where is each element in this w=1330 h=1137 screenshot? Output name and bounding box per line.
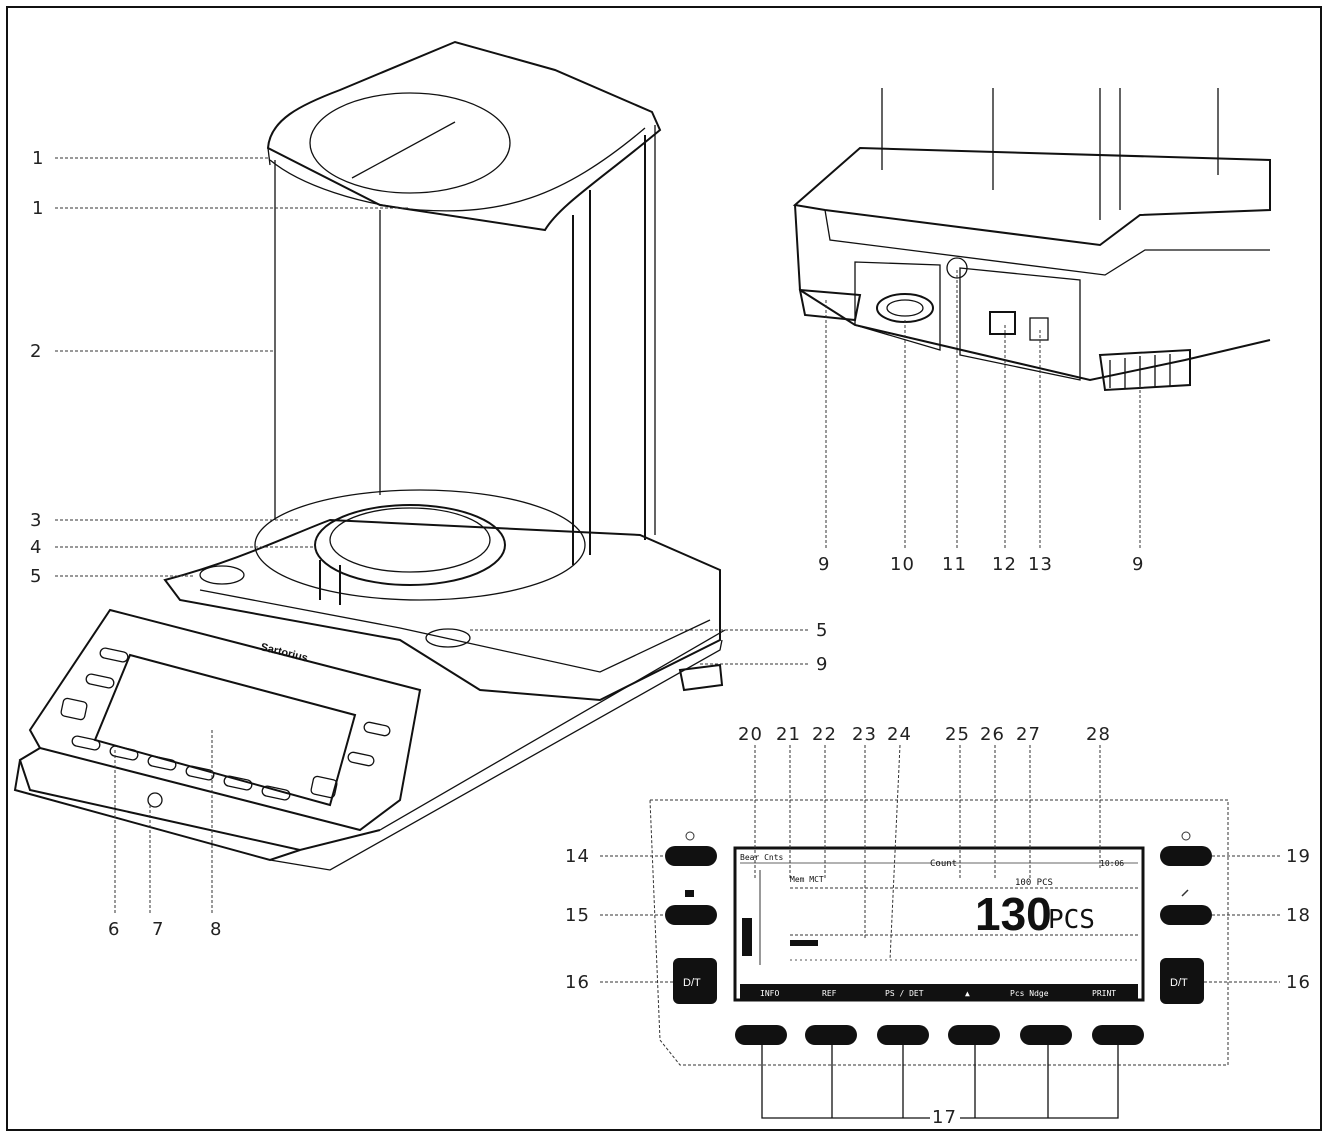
callout-17: 17: [932, 1107, 957, 1128]
callout-4: 4: [30, 537, 42, 558]
tare-key-left[interactable]: [673, 958, 717, 1004]
lcd-softkey-label: ▲: [965, 989, 970, 998]
callout-24: 24: [887, 724, 912, 745]
callout-25: 25: [945, 724, 970, 745]
callout-20: 20: [738, 724, 763, 745]
softkey-1[interactable]: [735, 1025, 787, 1045]
callout-labels: 1 1 2 3 4 5 5 9 6 7 8 9 10 11 12 13 9 14…: [30, 148, 1311, 1128]
calibration-icon: [1181, 831, 1191, 841]
callout-18: 18: [1286, 905, 1311, 926]
callout-16: 16: [565, 972, 590, 993]
callout-6: 6: [108, 919, 120, 940]
callout-12: 12: [992, 554, 1017, 575]
callout-9: 9: [818, 554, 830, 575]
lcd-top-mid: 100 PCS: [1015, 878, 1053, 888]
lcd-top-left: Bear Cnts: [740, 853, 784, 862]
callout-8: 8: [210, 919, 222, 940]
callout-5: 5: [30, 566, 42, 587]
callout-11: 11: [942, 554, 967, 575]
softkey-6[interactable]: [1092, 1025, 1144, 1045]
brand-logo: Sartorius: [259, 641, 309, 664]
lcd-softkey-label: INFO: [760, 989, 779, 998]
callout-19: 19: [1286, 846, 1311, 867]
lcd-unit: PCS: [1048, 905, 1095, 935]
callout-1: 1: [32, 148, 44, 169]
callout-28: 28: [1086, 724, 1111, 745]
tare-key-right-label: D/T: [1170, 977, 1188, 989]
lcd-softkey-label: PRINT: [1092, 989, 1116, 998]
callout-16: 16: [1286, 972, 1311, 993]
tare-key-right[interactable]: [1160, 958, 1204, 1004]
lcd-softkey-label: Pcs Ndge: [1010, 989, 1049, 998]
lcd-top-center: Count: [930, 859, 957, 869]
print-key[interactable]: [665, 905, 717, 925]
softkey-3[interactable]: [877, 1025, 929, 1045]
callout-14: 14: [565, 846, 590, 867]
callout-13: 13: [1028, 554, 1053, 575]
lcd-softkey-label: PS / DET: [885, 989, 924, 998]
tare-key-left-label: D/T: [683, 977, 701, 989]
callout-23: 23: [852, 724, 877, 745]
lcd-softkey-row: INFO REF PS / DET ▲ Pcs Ndge PRINT: [760, 989, 1116, 998]
callout-22: 22: [812, 724, 837, 745]
softkey-5[interactable]: [1020, 1025, 1072, 1045]
lcd-mem-label: Mem MCT: [790, 875, 824, 884]
lcd-main-value: 130: [975, 888, 1052, 940]
callout-2: 2: [30, 341, 42, 362]
callout-15: 15: [565, 905, 590, 926]
figure-frame: [6, 6, 1322, 1131]
lcd-top-right: 10:06: [1100, 859, 1124, 868]
calibration-key[interactable]: [1160, 846, 1212, 866]
callout-10: 10: [890, 554, 915, 575]
callout-5: 5: [816, 620, 828, 641]
print-icon: [685, 890, 694, 897]
keypad: D/T D/T: [665, 831, 1212, 1045]
callout-3: 3: [30, 510, 42, 531]
callout-26: 26: [980, 724, 1005, 745]
function-icon: [1181, 889, 1189, 897]
display-detail: [649, 799, 1229, 1066]
function-key[interactable]: [1160, 905, 1212, 925]
lcd-softkey-label: REF: [822, 989, 837, 998]
leader-lines: [55, 157, 1280, 983]
rear-view-illustration: [792, 88, 1271, 392]
callout-1: 1: [32, 198, 44, 219]
softkey-4[interactable]: [948, 1025, 1000, 1045]
callout-27: 27: [1016, 724, 1041, 745]
callout-9: 9: [816, 654, 828, 675]
callout-9: 9: [1132, 554, 1144, 575]
power-key[interactable]: [665, 846, 717, 866]
softkey-2[interactable]: [805, 1025, 857, 1045]
power-icon: [685, 831, 695, 841]
callout-7: 7: [152, 919, 164, 940]
callout-21: 21: [776, 724, 801, 745]
balance-illustration: Sartorius: [13, 40, 726, 871]
